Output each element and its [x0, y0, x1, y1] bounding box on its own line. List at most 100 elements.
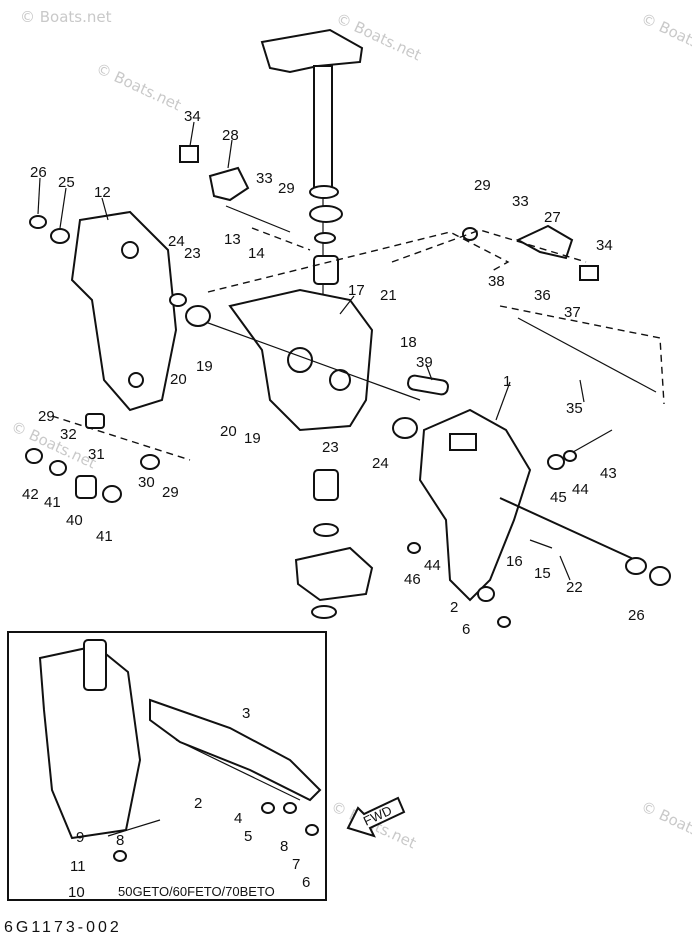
plate-2 — [477, 586, 495, 602]
left-clamp-hole — [121, 241, 139, 259]
guide-dashed-line — [251, 227, 311, 251]
shaft-bushing — [309, 205, 343, 223]
watermark: © Boats.net — [93, 59, 184, 114]
callout-44: 44 — [424, 557, 441, 574]
callout-30: 30 — [138, 474, 155, 491]
lower-mount-bracket — [294, 546, 374, 602]
inset-washer-11 — [113, 850, 127, 862]
callout-8: 8 — [280, 838, 288, 855]
leader — [425, 363, 433, 381]
callout-13: 13 — [224, 231, 241, 248]
upper-mount-bushing — [313, 255, 339, 285]
washer-29b — [462, 227, 478, 241]
drawing-number: 6G1173-002 — [4, 919, 122, 936]
rod-35 — [517, 317, 657, 393]
callout-38: 38 — [488, 273, 505, 290]
washer-44 — [563, 450, 577, 462]
leader — [189, 121, 195, 147]
inset-screw-6 — [305, 824, 319, 836]
washer-24 — [169, 293, 187, 307]
leader — [559, 555, 571, 581]
callout-46: 46 — [404, 571, 421, 588]
callout-20: 20 — [170, 371, 187, 388]
bushing-40 — [75, 475, 97, 499]
inset-frame — [7, 631, 327, 901]
inset-bolt-9 — [107, 819, 161, 837]
callout-41: 41 — [96, 528, 113, 545]
callout-19: 19 — [196, 358, 213, 375]
inset-washer-8 — [283, 802, 297, 814]
leader — [495, 381, 511, 421]
watermark: © Boats.net — [638, 797, 692, 852]
callout-29: 29 — [38, 408, 55, 425]
inset-rod — [175, 739, 301, 801]
callout-26: 26 — [628, 607, 645, 624]
inset-detail — [7, 631, 327, 901]
callout-35: 35 — [566, 400, 583, 417]
callout-43: 43 — [600, 465, 617, 482]
callout-22: 22 — [566, 579, 583, 596]
callout-10: 10 — [68, 884, 85, 901]
leader — [59, 187, 67, 229]
bushing-23 — [185, 305, 211, 327]
lower-mount-bushing — [313, 469, 339, 501]
callout-4: 4 — [234, 810, 242, 827]
callout-7: 7 — [292, 856, 300, 873]
washer-45 — [547, 454, 565, 470]
callout-29: 29 — [162, 484, 179, 501]
washer-41b — [102, 485, 122, 503]
right-bolts — [407, 429, 613, 628]
tilt-tube — [499, 497, 671, 586]
callout-36: 36 — [534, 287, 551, 304]
shaft-washer — [309, 185, 339, 199]
washer-30 — [140, 454, 160, 470]
shaft-o-ring — [314, 232, 336, 244]
callout-26: 26 — [30, 164, 47, 181]
callout-29: 29 — [278, 180, 295, 197]
tilt-tube-end — [625, 557, 647, 575]
washer-41 — [49, 460, 67, 476]
callout-33: 33 — [256, 170, 273, 187]
callout-33: 33 — [512, 193, 529, 210]
callout-28: 28 — [222, 127, 239, 144]
tilt-tube-axis — [199, 319, 421, 401]
callout-layer: 34 28 33 29 26 25 12 24 23 13 14 17 21 1… — [4, 108, 645, 936]
grip-34b — [579, 265, 599, 281]
leader — [339, 295, 355, 315]
callout-6: 6 — [302, 874, 310, 891]
nut-26 — [29, 215, 47, 229]
watermark: © Boats.net — [638, 9, 692, 64]
left-clamp-bracket — [29, 210, 211, 412]
callout-5: 5 — [244, 828, 252, 845]
lever-27 — [515, 224, 574, 260]
callout-2: 2 — [194, 795, 202, 812]
steering-shaft — [313, 65, 333, 197]
swivel-boss — [329, 369, 351, 391]
left-clamp-hole — [128, 372, 144, 388]
leader — [37, 177, 41, 215]
tilt-pin-39 — [407, 374, 449, 396]
fwd-arrow-shape — [346, 796, 406, 838]
left-small-parts — [25, 413, 160, 503]
callout-19: 19 — [244, 430, 261, 447]
callout-14: 14 — [248, 245, 265, 262]
guide-dashed-line — [499, 305, 665, 405]
left-clamp-body — [70, 210, 178, 412]
callout-2: 2 — [450, 599, 458, 616]
tilt-lock-lever — [462, 224, 657, 393]
callout-12: 12 — [94, 184, 111, 201]
callout-29: 29 — [474, 177, 491, 194]
lever-28 — [208, 166, 250, 202]
callout-3: 3 — [242, 705, 250, 722]
callout-40: 40 — [66, 512, 83, 529]
callout-24: 24 — [372, 455, 389, 472]
callout-34: 34 — [596, 237, 613, 254]
steering-arm — [260, 28, 364, 74]
inset-caption: 50GETO/60FETO/70BETO — [118, 884, 275, 899]
screw-6 — [497, 616, 511, 628]
washer-25 — [50, 228, 70, 244]
nut-46 — [407, 542, 421, 554]
callout-37: 37 — [564, 304, 581, 321]
callout-41: 41 — [44, 494, 61, 511]
